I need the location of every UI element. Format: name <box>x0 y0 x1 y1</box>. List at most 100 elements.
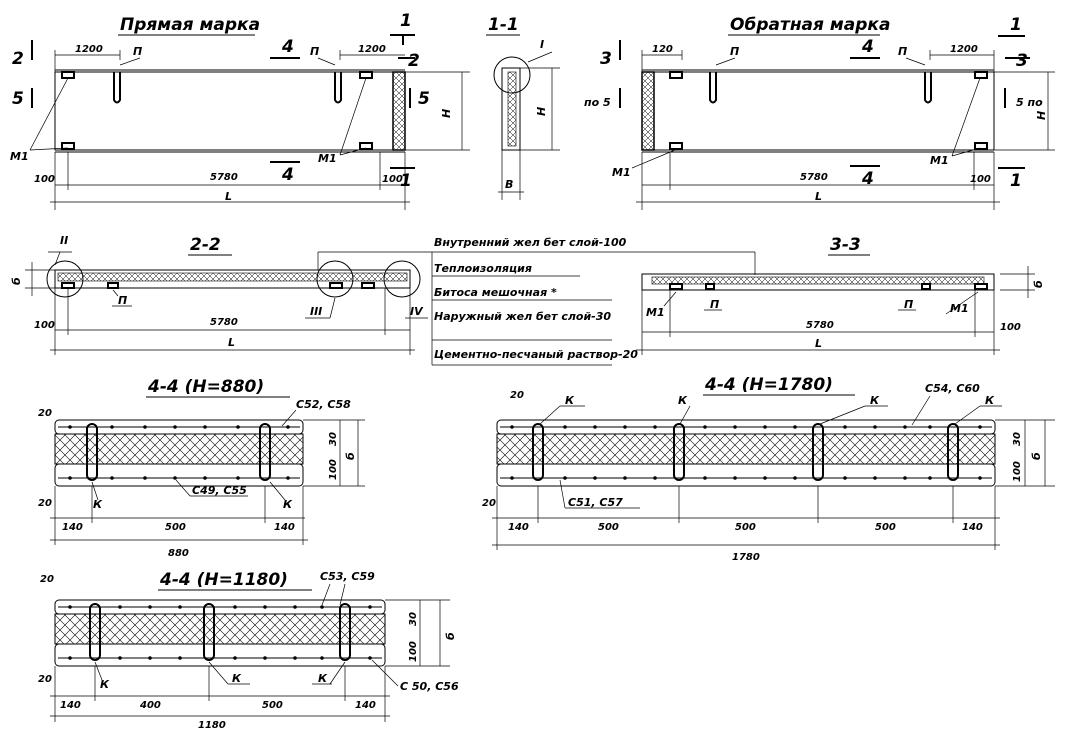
node-label-i: I <box>540 38 544 51</box>
section-4-4-h1180-title: 4-4 (H=1180) <box>159 570 288 590</box>
section-mark-2-left: 2 <box>12 49 24 69</box>
section-4-4-h1780-k-2: К <box>678 394 688 407</box>
section-4-4-h1180-dim-400: 400 <box>139 700 161 711</box>
section-4-4-h880-title: 4-4 (H=880) <box>147 377 264 397</box>
section-4-4-h1180-dim-b: б <box>444 632 457 640</box>
section-3-3-title: 3-3 <box>830 235 861 255</box>
label-m1-right: М1 <box>318 152 337 165</box>
section-4-4-h1180-k-1: К <box>100 678 110 691</box>
dim-h-left: H <box>440 109 453 118</box>
section-4-4-h1180-dim-500: 500 <box>262 700 283 711</box>
section-mark-5-left: 5 <box>12 89 24 109</box>
reverse-mark-1-top: 1 <box>1010 15 1022 35</box>
section-2-2-label-p: П <box>118 294 127 307</box>
section-mark-1: 1 <box>400 11 412 31</box>
section-4-4-h1180-dim-20-top: 20 <box>40 574 54 585</box>
section-3-3-p-right: П <box>904 298 913 311</box>
section-4-4-h1780-dim-20-top: 20 <box>510 390 524 401</box>
section-3-3-p-left: П <box>710 298 719 311</box>
section-3-3: 3-3 б М1 П П М1 5780 100 L <box>636 235 1045 355</box>
node-label-iii: III <box>310 305 322 318</box>
section-4-4-h1780-dim-1780: 1780 <box>732 552 760 563</box>
section-3-3-m1-left: М1 <box>646 306 665 319</box>
reverse-label-p-1: П <box>730 45 739 58</box>
reverse-mark-title: Обратная марка <box>730 15 890 35</box>
section-4-4-h1180: 4-4 (H=1180) С53, С59 С 50, С56 К К К <box>38 570 459 729</box>
section-4-4-h1780-dim-140-right: 140 <box>962 522 983 533</box>
section-2-2: 2-2 II III IV П б 100 5780 L <box>10 234 428 355</box>
section-4-4-h1780-dim-b: б <box>1030 452 1043 460</box>
section-4-4-h1180-dim-140-left: 140 <box>60 700 81 711</box>
section-4-4-h1780-k-3: К <box>870 394 880 407</box>
legend-mortar: Цементно-песчаный раствор-20 <box>434 348 638 361</box>
reverse-mark-view: Обратная марка 120 1200 1 3 3 по 5 5 по … <box>584 15 1055 210</box>
section-4-4-h1180-dim-100: 100 <box>408 641 419 662</box>
section-4-4-h1180-k-2: К <box>232 672 242 685</box>
dim-100-left: 100 <box>34 174 55 185</box>
section-4-4-h1180-dim-140-right: 140 <box>355 700 376 711</box>
section-4-4-h1780-title: 4-4 (H=1780) <box>704 375 833 395</box>
label-p-2: П <box>310 45 319 58</box>
section-4-4-h1780-dim-500-1: 500 <box>598 522 619 533</box>
section-4-4-h880-k-left: К <box>93 498 103 511</box>
section-4-4-h880-k-right: К <box>283 498 293 511</box>
section-4-4-h880-dim-140-right: 140 <box>274 522 295 533</box>
legend-bitosa: Битоса мешочная * <box>434 286 557 299</box>
section-4-4-h1780-dim-30: 30 <box>1012 432 1023 446</box>
direct-mark-view: Прямая марка 1200 1200 1 2 2 5 5 <box>10 11 470 210</box>
section-4-4-h1780-dim-140-left: 140 <box>508 522 529 533</box>
section-1-1: 1-1 I H В <box>486 15 560 200</box>
section-4-4-h1780-dim-500-2: 500 <box>735 522 756 533</box>
section-4-4-h880-c52: С52, С58 <box>296 398 351 411</box>
legend-insulation: Теплоизоляция <box>434 262 532 275</box>
dim-5780-left: 5780 <box>210 172 238 183</box>
reverse-mark-5po-right: 5 по <box>1016 96 1043 109</box>
section-mark-5-right: 5 <box>418 89 430 109</box>
reverse-mark-3-left: 3 <box>600 49 612 69</box>
section-4-4-h1780-dim-500-3: 500 <box>875 522 896 533</box>
reverse-label-p-2: П <box>898 45 907 58</box>
section-4-4-h880-dim-30: 30 <box>328 432 339 446</box>
legend-inner-layer: Внутренний жел бет слой-100 <box>434 236 627 249</box>
section-mark-1-bottom: 1 <box>400 171 412 191</box>
dim-120-reverse: 120 <box>652 44 673 55</box>
section-3-3-dim-5780: 5780 <box>806 320 834 331</box>
section-4-4-h1780-c51: С51, С57 <box>568 496 623 509</box>
section-mark-4-top: 4 <box>281 37 294 57</box>
section-2-2-dim-b: б <box>10 277 23 285</box>
section-4-4-h1780-k-4: К <box>985 394 995 407</box>
section-3-3-m1-right: М1 <box>950 302 969 315</box>
section-4-4-h880-dim-20-top: 20 <box>38 408 52 419</box>
section-mark-4-bottom: 4 <box>281 165 294 185</box>
section-4-4-h1180-k-3: К <box>318 672 328 685</box>
node-label-iv: IV <box>410 305 424 318</box>
reverse-mark-4-bottom: 4 <box>861 169 874 189</box>
section-4-4-h880-dim-20-bottom: 20 <box>38 498 52 509</box>
section-3-3-dim-l: L <box>815 337 822 350</box>
section-4-4-h880-dim-100: 100 <box>328 459 339 480</box>
reverse-dim-100: 100 <box>970 174 991 185</box>
reverse-dim-l: L <box>815 190 822 203</box>
reverse-label-m1-right: М1 <box>930 154 949 167</box>
dim-b-section: В <box>505 178 513 191</box>
dim-l-left: L <box>225 190 232 203</box>
section-4-4-h1780-c54: С54, С60 <box>925 382 980 395</box>
label-m1-left: М1 <box>10 150 29 163</box>
reverse-mark-3-right: 3 <box>1016 51 1028 71</box>
dim-100-right: 100 <box>382 174 403 185</box>
reverse-mark-4-top: 4 <box>861 37 874 57</box>
section-2-2-dim-5780: 5780 <box>210 317 238 328</box>
reverse-label-m1-left: М1 <box>612 166 631 179</box>
reverse-dim-5780: 5780 <box>800 172 828 183</box>
label-p-1: П <box>133 45 142 58</box>
section-4-4-h1180-dim-1180: 1180 <box>198 720 226 729</box>
node-label-ii: II <box>60 234 68 247</box>
section-3-3-dim-100: 100 <box>1000 322 1021 333</box>
section-1-1-title: 1-1 <box>488 15 519 35</box>
section-4-4-h1780-dim-100: 100 <box>1012 461 1023 482</box>
section-4-4-h880-dim-500: 500 <box>165 522 186 533</box>
section-3-3-dim-b: б <box>1032 280 1045 288</box>
section-4-4-h1780: 4-4 (H=1780) К К К К С54, С60 С51, <box>482 375 1055 563</box>
legend-outer-layer: Наружный жел бет слой-30 <box>434 310 611 323</box>
